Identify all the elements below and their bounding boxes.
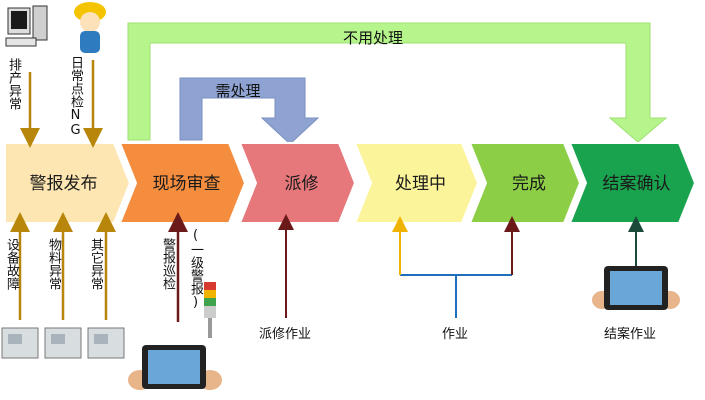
tablet-icon — [128, 345, 222, 390]
skip-flow-label: 不用处理 — [343, 29, 403, 47]
stage-chevron-2 — [118, 142, 247, 224]
need-flow-label: 需处理 — [215, 82, 260, 100]
close-work-label: 结案作业 — [604, 327, 657, 342]
machine-icon-2 — [44, 327, 82, 359]
material-abnormal-label: 物料异常 — [46, 238, 61, 290]
worker-icon — [74, 2, 106, 53]
daily-check-label: 日常点检NG — [68, 56, 83, 138]
work-label: 作业 — [442, 327, 469, 342]
equipment-fault-label: 设备故障 — [4, 238, 19, 290]
machine-icon-3 — [87, 327, 125, 359]
stage-label-3: 派修 — [285, 174, 319, 194]
stage-label-6: 结案确认 — [603, 174, 671, 194]
computer-icon — [5, 5, 48, 47]
machine-icon-1 — [1, 327, 39, 359]
work-branch — [392, 216, 520, 318]
stage-chevron-3 — [238, 142, 357, 224]
dispatch-work-label: 派修作业 — [259, 327, 312, 342]
stage-chevron-5 — [468, 142, 582, 224]
line-abnormal-label: 排产异常 — [6, 58, 21, 110]
signal-tower-icon — [204, 282, 216, 338]
stage-chevron-6 — [568, 142, 697, 224]
level1-alarm-label: (一级警报) — [188, 228, 203, 310]
skip-flow-arrow — [127, 22, 668, 143]
stage-chevron-4 — [353, 142, 480, 224]
need-flow-arrow — [179, 77, 320, 145]
tablet-close-icon — [592, 266, 680, 310]
stage-label-2: 现场审查 — [153, 174, 221, 194]
other-abnormal-label: 其它异常 — [88, 238, 103, 290]
stage-label-4: 处理中 — [395, 174, 446, 194]
stage-label-1: 警报发布 — [30, 174, 98, 194]
alarm-patrol-label: 警报巡检 — [160, 238, 175, 290]
stage-label-5: 完成 — [512, 174, 546, 194]
